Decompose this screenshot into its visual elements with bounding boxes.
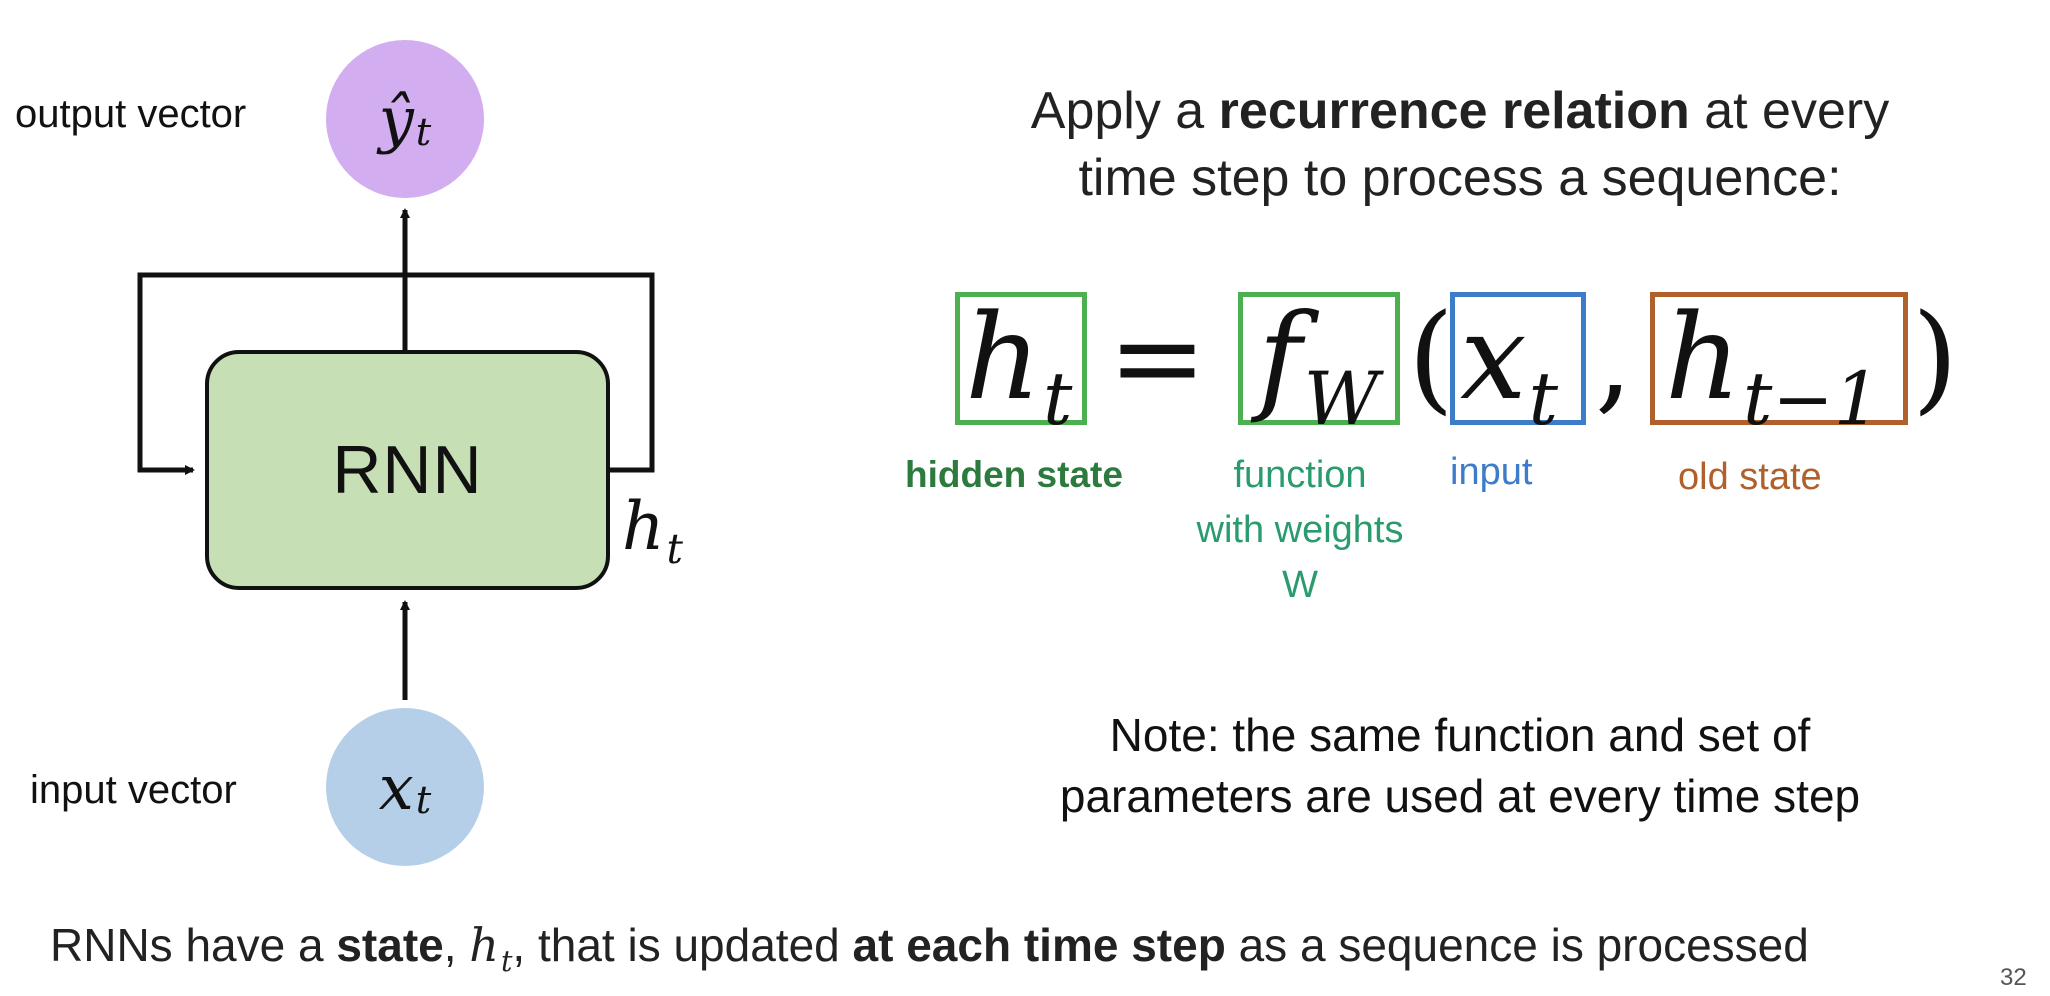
headline-text-end: at every <box>1689 82 1890 140</box>
page-number: 32 <box>2000 964 2027 991</box>
label-old-state: old state <box>1678 456 1822 498</box>
note-line-2: parameters are used at every time step <box>1059 769 1861 822</box>
eq-func-subscript: W <box>1303 356 1379 442</box>
loop-symbol: h <box>622 488 665 565</box>
input-symbol: x <box>378 750 414 824</box>
rnn-cell-label: RNN <box>332 432 483 508</box>
eq-arg2-symbol: h <box>1665 288 1741 426</box>
label-function-line-3: W <box>1282 564 1318 607</box>
eq-func-symbol: f <box>1258 288 1302 426</box>
eq-arg2-subscript: t−1 <box>1743 356 1881 442</box>
label-function-line-1: function <box>1233 454 1367 496</box>
footer-text-2: , that is updated <box>512 919 853 971</box>
eq-open-paren: ( <box>1408 288 1455 426</box>
input-subscript: t <box>415 777 432 823</box>
headline-line-2: time step to process a sequence: <box>1078 148 1842 207</box>
eq-arg1-subscript: t <box>1528 356 1558 442</box>
output-vector-label: output vector <box>15 92 247 136</box>
headline-line-1: Apply a recurrence relation at every <box>930 78 1990 145</box>
eq-arg1: xt <box>1460 298 1558 436</box>
recurrence-equation: ht = fW ( xt , ht−1 ) <box>940 280 2000 436</box>
loop-subscript: t <box>666 525 683 574</box>
label-function-line-2: with weights <box>1196 509 1404 552</box>
footer-caption: RNNs have a state, ht, that is updated a… <box>50 918 1809 978</box>
function-box <box>1238 292 1400 425</box>
label-function: function with weights W <box>1170 448 1430 613</box>
headline-text: Apply a <box>1030 82 1219 140</box>
eq-arg2: ht−1 <box>1665 298 1880 436</box>
eq-func: fW <box>1258 298 1379 436</box>
note: Note: the same function and set of param… <box>930 705 1990 826</box>
output-symbol: ŷ <box>378 82 414 156</box>
hidden-state-box <box>955 292 1087 425</box>
footer-comma: , <box>443 919 470 971</box>
eq-arg1-symbol: x <box>1460 288 1527 426</box>
headline-bold-text: recurrence relation <box>1218 82 1690 140</box>
input-box <box>1450 292 1586 425</box>
note-line-1: Note: the same function and set of <box>1109 709 1811 761</box>
footer-bold-state: state <box>336 919 444 971</box>
rnn-connectors <box>137 208 655 700</box>
headline: Apply a recurrence relation at every tim… <box>930 78 1990 211</box>
input-vector-label: input vector <box>30 768 237 812</box>
eq-equals: = <box>1108 288 1207 426</box>
recurrent-loop-arrow <box>137 272 655 475</box>
footer-h-symbol: h <box>469 918 499 972</box>
eq-lhs-subscript: t <box>1043 356 1073 442</box>
footer-text-1: RNNs have a <box>50 919 337 971</box>
hidden-state-loop-label: ht <box>622 488 683 573</box>
eq-lhs: ht <box>965 298 1072 436</box>
footer-h-subscript: t <box>500 944 513 978</box>
eq-close-paren: ) <box>1912 288 1959 426</box>
label-hidden-state: hidden state <box>905 454 1123 495</box>
footer-bold-timestep: at each time step <box>852 919 1226 971</box>
old-state-box <box>1650 292 1908 425</box>
output-subscript: t <box>415 109 432 155</box>
rnn-cell: RNN <box>205 350 610 590</box>
eq-comma: , <box>1595 288 1633 426</box>
eq-lhs-symbol: h <box>965 288 1041 426</box>
footer-text-3: as a sequence is processed <box>1225 919 1809 971</box>
footer-state-symbol: ht <box>469 918 512 978</box>
label-input: input <box>1450 451 1533 493</box>
